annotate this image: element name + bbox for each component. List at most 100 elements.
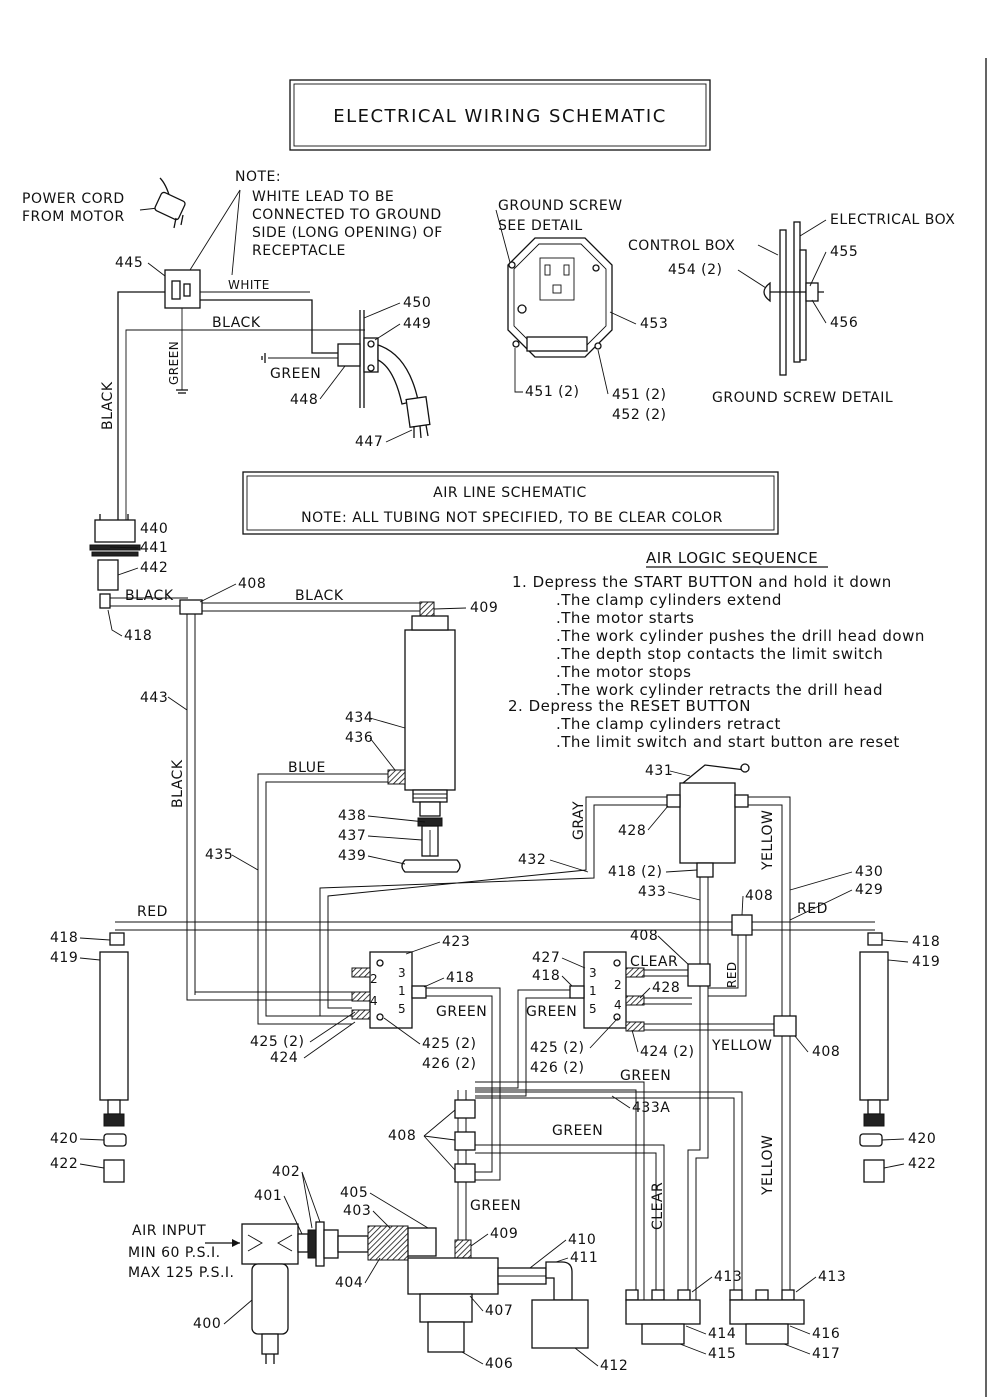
part-label: 449 xyxy=(403,316,431,332)
part-label: 455 xyxy=(830,244,858,260)
wire-label-green: GREEN xyxy=(552,1123,603,1139)
part-label: 426 (2) xyxy=(422,1056,477,1072)
part-label: 415 xyxy=(708,1346,736,1362)
port-label: 1 xyxy=(589,984,597,998)
part-label: 408 xyxy=(745,888,773,904)
ground-screw-label: SEE DETAIL xyxy=(498,218,583,234)
part-label: 454 (2) xyxy=(668,262,723,278)
note-head: NOTE: xyxy=(235,169,281,185)
part-label: 422 xyxy=(50,1156,78,1172)
part-label: 428 xyxy=(652,980,680,996)
wire-label-red: RED xyxy=(725,961,739,988)
sequence-step: .The work cylinder retracts the drill he… xyxy=(556,681,883,699)
sequence-step: 1. Depress the START BUTTON and hold it … xyxy=(512,573,892,591)
port-label: 5 xyxy=(398,1002,406,1016)
title-box: ELECTRICAL WIRING SCHEMATIC xyxy=(289,79,711,151)
air-line-title: AIR LINE SCHEMATIC xyxy=(433,485,587,501)
air-input-label: AIR INPUT xyxy=(132,1223,206,1239)
power-cord-label: FROM MOTOR xyxy=(22,209,125,225)
note-line: SIDE (LONG OPENING) OF xyxy=(252,225,443,241)
tee-fitting xyxy=(454,1163,476,1183)
part-label: 423 xyxy=(442,934,470,950)
part-label: 402 xyxy=(272,1164,300,1180)
part-label: 416 xyxy=(812,1326,840,1342)
part-label: 408 xyxy=(630,928,658,944)
wire-label-green: GREEN xyxy=(526,1004,577,1020)
part-label: 405 xyxy=(340,1185,368,1201)
tee-fitting xyxy=(731,914,753,936)
part-label: 411 xyxy=(570,1250,598,1266)
part-label: 451 (2) xyxy=(612,387,667,403)
sequence-step: .The clamp cylinders extend xyxy=(556,591,782,609)
part-label: 448 xyxy=(290,392,318,408)
port-label: 2 xyxy=(370,972,378,986)
part-label: 441 xyxy=(140,540,168,556)
part-label: 404 xyxy=(335,1275,363,1291)
part-label: 453 xyxy=(640,316,668,332)
plug-icon xyxy=(154,191,186,221)
pilot-valve-left: 413 414 415 xyxy=(625,1269,742,1362)
part-label: 401 xyxy=(254,1188,282,1204)
part-label: 408 xyxy=(388,1128,416,1144)
part-label: 408 xyxy=(238,576,266,592)
part-label: 408 xyxy=(812,1044,840,1060)
wire-label-red: RED xyxy=(137,904,168,920)
part-label: 433 xyxy=(638,884,666,900)
part-label: 439 xyxy=(338,848,366,864)
part-label: 419 xyxy=(912,954,940,970)
pilot-valve-right: 413 416 417 xyxy=(729,1269,846,1362)
ground-screw-detail-label: GROUND SCREW DETAIL xyxy=(712,390,893,406)
power-cord-label: POWER CORD xyxy=(22,191,125,207)
port-label: 4 xyxy=(614,998,622,1012)
part-label: 400 xyxy=(193,1316,221,1332)
control-box-label: CONTROL BOX xyxy=(628,238,735,254)
sequence-step: .The limit switch and start button are r… xyxy=(556,733,900,751)
work-cylinder-434: 434 436 438 437 439 BLUE 435 xyxy=(205,615,461,1025)
part-label: 414 xyxy=(708,1326,736,1342)
part-label: 409 xyxy=(490,1226,518,1242)
wire-label-black: BLACK xyxy=(125,588,174,604)
part-label: 428 xyxy=(618,823,646,839)
air-logic-sequence: AIR LOGIC SEQUENCE 1. Depress the START … xyxy=(508,549,925,751)
ground-screw-detail: CONTROL BOX ELECTRICAL BOX 454 (2) 455 4… xyxy=(628,212,955,406)
port-label: 1 xyxy=(398,984,406,998)
note-line: CONNECTED TO GROUND xyxy=(252,207,442,223)
power-wiring: BLACK BLACK GREEN GREEN xyxy=(100,291,365,520)
sequence-step: .The work cylinder pushes the drill head… xyxy=(556,627,925,645)
part-label: 418 xyxy=(50,930,78,946)
wire-label-green: GREEN xyxy=(470,1198,521,1214)
part-label: 417 xyxy=(812,1346,840,1362)
part-label: 410 xyxy=(568,1232,596,1248)
tee-fitting xyxy=(454,1131,476,1151)
part-label: 418 (2) xyxy=(608,864,663,880)
wire-label-clear: CLEAR xyxy=(650,1182,666,1230)
part-label: 425 (2) xyxy=(422,1036,477,1052)
part-label: 431 xyxy=(645,763,673,779)
limit-valve-431: 431 428 418 (2) 433 GRAY 432 YELLOW 430 … xyxy=(319,763,883,1300)
sequence-step: .The motor starts xyxy=(556,609,694,627)
wire-label-yellow: YELLOW xyxy=(760,810,776,871)
port-label: 3 xyxy=(398,966,406,980)
part-label: 430 xyxy=(855,864,883,880)
wire-label-black: BLACK xyxy=(295,588,344,604)
part-label: 427 xyxy=(532,950,560,966)
part-label: 418 xyxy=(912,934,940,950)
part-label: 435 xyxy=(205,847,233,863)
valve-423: 3 2 1 4 5 423 418 GREEN 425 (2) 424 425 … xyxy=(250,934,501,1181)
part-label: 407 xyxy=(485,1303,513,1319)
part-label: 443 xyxy=(140,690,168,706)
clamp-cylinder-right: 418 419 420 422 xyxy=(859,932,940,1183)
part-label: 432 xyxy=(518,852,546,868)
note-line: WHITE LEAD TO BE xyxy=(252,189,394,205)
part-label: 419 xyxy=(50,950,78,966)
wire-label-clear: CLEAR xyxy=(630,954,678,970)
part-label: 451 (2) xyxy=(525,384,580,400)
part-label: 420 xyxy=(908,1131,936,1147)
tee-fitting xyxy=(454,1099,476,1119)
manifold-408: 408 GREEN GREEN 433A CLEAR YELLOW GREEN xyxy=(388,1068,776,1300)
note-line: RECEPTACLE xyxy=(252,243,346,259)
electrical-box-453: GROUND SCREW SEE DETAIL 453 451 (2) 451 … xyxy=(495,198,668,423)
part-label: 424 xyxy=(270,1050,298,1066)
part-label: 424 (2) xyxy=(640,1044,695,1060)
